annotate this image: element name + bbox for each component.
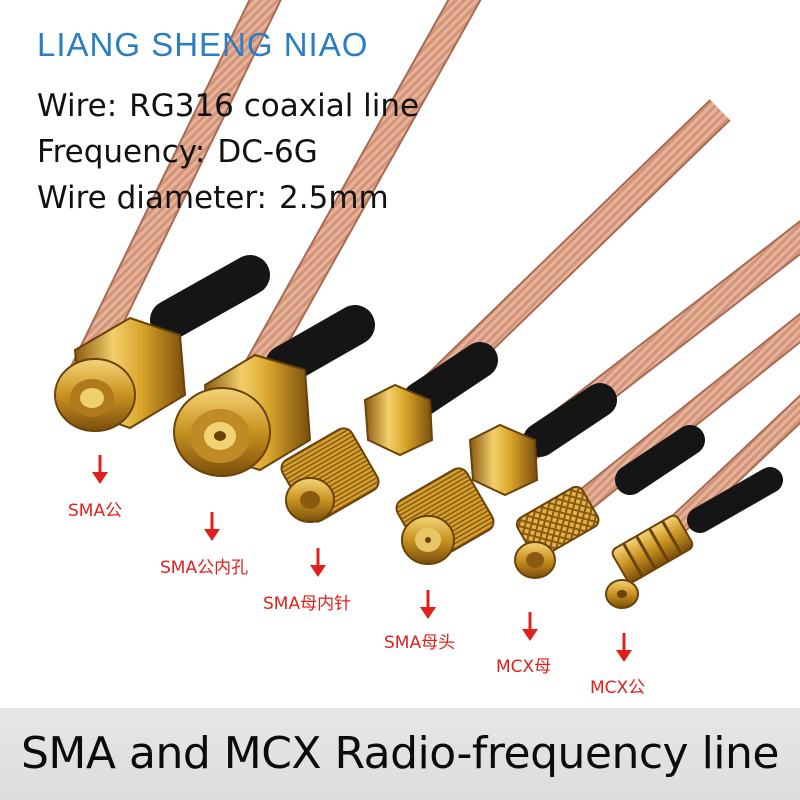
connector-sma-male-rp xyxy=(173,353,312,477)
spec-value: DC-6G xyxy=(217,134,318,170)
connector-label: MCX公 xyxy=(590,678,646,698)
arrow-down-icon xyxy=(204,512,220,541)
spec-wire: Wire: RG316 coaxial line xyxy=(37,88,419,124)
cable-2 xyxy=(226,0,482,408)
connector-sma-female xyxy=(395,423,539,565)
arrow-down-icon xyxy=(310,548,326,577)
arrow-down-icon xyxy=(420,590,436,619)
connector-sma-male xyxy=(54,316,187,432)
connector-label: SMA母头 xyxy=(384,633,456,653)
spec-value: RG316 coaxial line xyxy=(129,88,420,124)
connector-mcx-female xyxy=(514,485,600,579)
cable-5 xyxy=(552,312,800,530)
cable-1 xyxy=(65,0,282,395)
pointer-arrows xyxy=(92,455,632,662)
connector-mcx-male xyxy=(605,514,694,609)
connector-label: SMA母内针 xyxy=(263,594,352,614)
arrow-down-icon xyxy=(92,455,108,484)
connector-label: MCX母 xyxy=(496,657,552,677)
banner-title: SMA and MCX Radio-frequency line xyxy=(21,728,779,779)
sleeves xyxy=(150,255,783,533)
spec-wire-diameter: Wire diameter: 2.5mm xyxy=(37,180,389,216)
spec-frequency: Frequency: DC-6G xyxy=(37,134,318,170)
spec-value: 2.5mm xyxy=(279,180,389,216)
brand-logo-text: LIANG SHENG NIAO xyxy=(37,26,369,63)
spec-label: Frequency: xyxy=(37,134,206,170)
connector-sma-female-rp xyxy=(280,383,434,523)
arrow-down-icon xyxy=(522,612,538,641)
connector-label: SMA公内孔 xyxy=(160,558,249,578)
spec-label: Wire diameter: xyxy=(37,180,268,216)
spec-label: Wire: xyxy=(37,88,118,124)
title-banner: SMA and MCX Radio-frequency line xyxy=(0,708,800,800)
connector-label: SMA公 xyxy=(68,501,123,521)
arrow-down-icon xyxy=(616,633,632,662)
